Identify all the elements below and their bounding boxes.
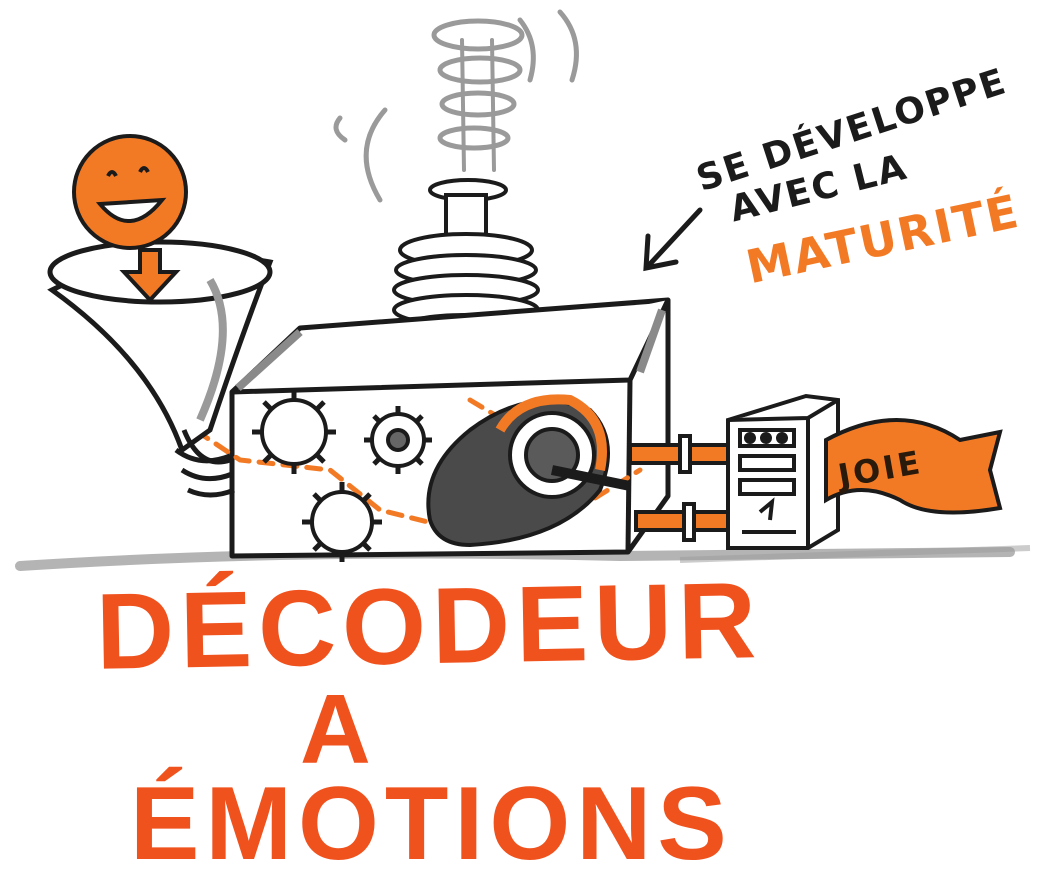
smiling-sun-face-icon [72, 134, 188, 250]
eye-lens-icon [426, 394, 632, 548]
control-panel-icon [726, 393, 840, 550]
title-line-2: A [300, 674, 377, 784]
smoke-swirl [333, 9, 579, 203]
output-pipes [628, 434, 734, 542]
gear-icon [252, 390, 336, 474]
output-ribbon [824, 418, 1003, 515]
title-line-1: DÉCODEUR [94, 559, 764, 692]
gear-icon [364, 406, 432, 474]
title-line-3: ÉMOTIONS [130, 766, 733, 882]
annotation-arrow-icon [643, 207, 703, 272]
pointing-arrow-icon [119, 248, 181, 303]
gear-icon [302, 482, 382, 562]
